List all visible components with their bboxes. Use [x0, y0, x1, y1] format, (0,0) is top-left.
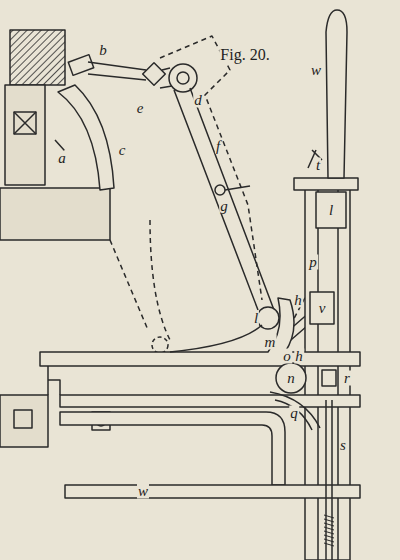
bolt-square [14, 112, 36, 134]
part-letter: s [339, 438, 347, 453]
part-letter: b [98, 43, 108, 58]
lever-rod [88, 62, 146, 80]
part-letter: w [310, 63, 322, 78]
block-l [316, 192, 346, 228]
part-letter: o [282, 349, 292, 364]
rod-q [270, 392, 320, 430]
alternate-position [110, 36, 262, 340]
part-letter: q [289, 406, 299, 421]
screw-thread [324, 515, 334, 546]
figure-title: Fig. 20. [219, 47, 270, 63]
part-letter: l [328, 203, 334, 218]
part-letter: n [286, 371, 296, 386]
roller-n [276, 363, 306, 393]
arm-f [174, 88, 274, 310]
part-letter: h [293, 293, 303, 308]
part-letter: g [219, 199, 229, 214]
crossbar [294, 178, 358, 190]
handle-w [326, 10, 347, 178]
square-e [143, 63, 166, 86]
part-letter: l [253, 311, 259, 326]
part-letter: r [343, 371, 351, 386]
left-block [0, 395, 48, 447]
lower-beam [60, 395, 360, 407]
part-letter: f [215, 139, 221, 154]
bracket-r [322, 370, 336, 386]
column [305, 188, 350, 560]
part-letter: t [315, 158, 321, 173]
part-letter: c [118, 143, 127, 158]
part-letter: w [137, 484, 149, 499]
hatched-section [10, 30, 65, 85]
l-bar [60, 412, 285, 485]
part-letter: e [136, 101, 145, 116]
part-letter: d [193, 93, 203, 108]
plate [40, 298, 360, 366]
part-letter: h [294, 349, 304, 364]
lever-block [68, 55, 93, 76]
part-letter: m [264, 335, 277, 350]
block-v [310, 292, 334, 324]
lower-block [0, 188, 110, 240]
part-letter: v [318, 301, 327, 316]
bolt-cross [14, 112, 36, 134]
hub-d [169, 64, 197, 92]
bar-w [65, 485, 360, 498]
pin-g [215, 185, 225, 195]
arm-c [58, 85, 114, 190]
part-letter: a [57, 151, 67, 166]
part-letter: p [308, 255, 318, 270]
bracket-block [5, 85, 45, 185]
